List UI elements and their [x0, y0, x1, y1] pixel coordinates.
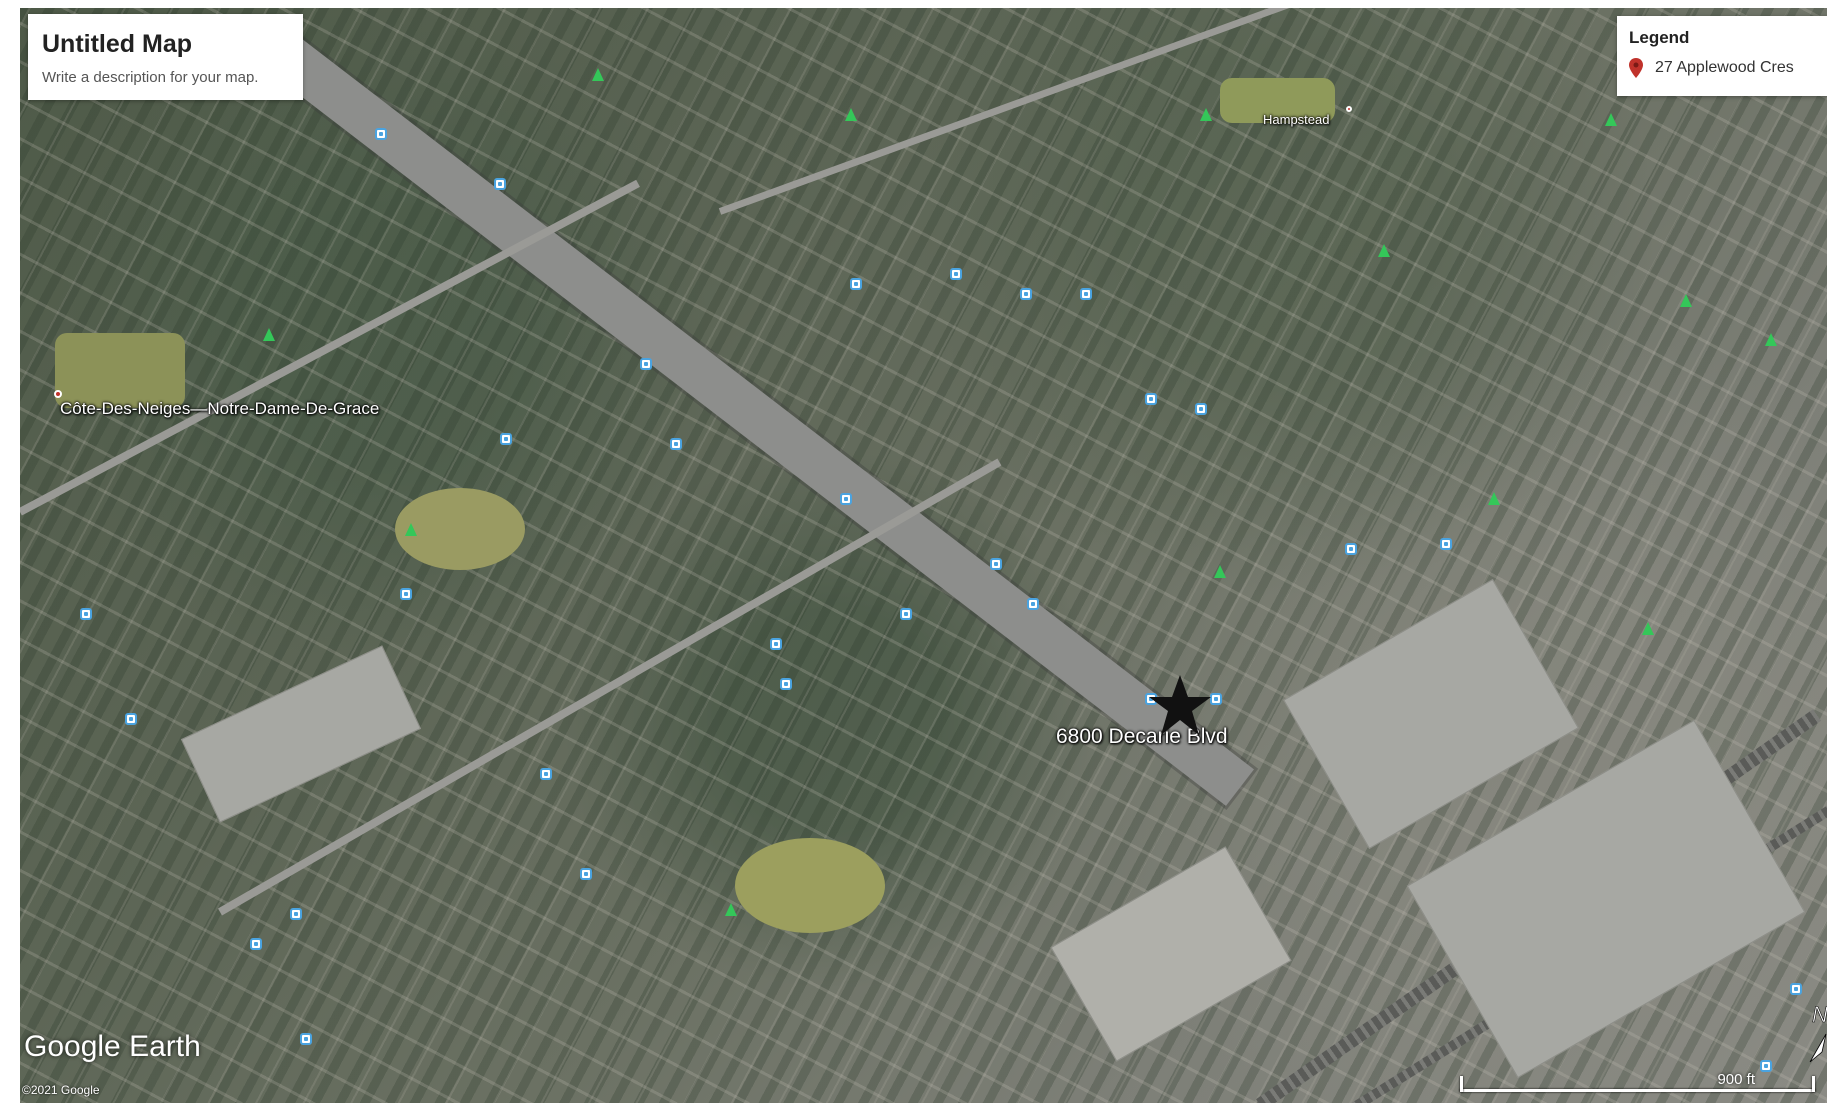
- poi-icon[interactable]: [300, 1033, 312, 1045]
- poi-icon[interactable]: [1790, 983, 1802, 995]
- compass-icon[interactable]: N: [1802, 1004, 1827, 1064]
- map-title[interactable]: Untitled Map: [42, 30, 192, 58]
- poi-icon[interactable]: [770, 638, 782, 650]
- poi-icon[interactable]: [1145, 393, 1157, 405]
- poi-icon[interactable]: [1760, 1060, 1772, 1072]
- legend-item[interactable]: 27 Applewood Cres: [1629, 58, 1815, 78]
- poi-icon[interactable]: [1020, 288, 1032, 300]
- poi-icon[interactable]: [1440, 538, 1452, 550]
- poi-icon[interactable]: [500, 433, 512, 445]
- poi-icon[interactable]: [494, 178, 506, 190]
- poi-icon[interactable]: [640, 358, 652, 370]
- poi-icon[interactable]: [1080, 288, 1092, 300]
- park-tree-icon[interactable]: [592, 68, 604, 81]
- park-field: [1220, 78, 1335, 123]
- poi-icon[interactable]: [125, 713, 137, 725]
- park-tree-icon[interactable]: [1488, 492, 1500, 505]
- park-tree-icon[interactable]: [725, 903, 737, 916]
- legend-item-label: 27 Applewood Cres: [1655, 59, 1794, 76]
- place-dot: [1346, 106, 1352, 112]
- poi-icon[interactable]: [290, 908, 302, 920]
- park-tree-icon[interactable]: [263, 328, 275, 341]
- poi-icon[interactable]: [540, 768, 552, 780]
- poi-icon[interactable]: [840, 493, 852, 505]
- poi-icon[interactable]: [80, 608, 92, 620]
- town-label[interactable]: Hampstead: [1263, 112, 1330, 127]
- park-tree-icon[interactable]: [1200, 108, 1212, 121]
- legend-title: Legend: [1629, 28, 1690, 47]
- poi-icon[interactable]: [250, 938, 262, 950]
- place-dot: [54, 390, 62, 398]
- address-label[interactable]: 6800 Decarie Blvd: [1056, 725, 1228, 748]
- poi-icon[interactable]: [580, 868, 592, 880]
- poi-icon[interactable]: [1027, 598, 1039, 610]
- park-tree-icon[interactable]: [1605, 113, 1617, 126]
- map-title-card[interactable]: Untitled Map Write a description for you…: [28, 14, 303, 100]
- map-pin-icon: [1629, 58, 1643, 78]
- map-description[interactable]: Write a description for your map.: [42, 69, 259, 86]
- scale-tick: [1460, 1076, 1463, 1092]
- poi-icon[interactable]: [1210, 693, 1222, 705]
- baseball-field: [735, 838, 885, 933]
- poi-icon[interactable]: [670, 438, 682, 450]
- copyright-text: ©2021 Google: [22, 1083, 100, 1097]
- poi-icon[interactable]: [1195, 403, 1207, 415]
- scale-line: [1460, 1089, 1815, 1092]
- legend-panel: Legend 27 Applewood Cres: [1617, 16, 1827, 96]
- black-star-icon[interactable]: [1147, 673, 1213, 739]
- park-tree-icon[interactable]: [1765, 333, 1777, 346]
- poi-icon[interactable]: [990, 558, 1002, 570]
- poi-icon[interactable]: [400, 588, 412, 600]
- park-tree-icon[interactable]: [1378, 244, 1390, 257]
- poi-icon[interactable]: [900, 608, 912, 620]
- poi-icon[interactable]: [950, 268, 962, 280]
- park-tree-icon[interactable]: [1680, 294, 1692, 307]
- poi-icon[interactable]: [850, 278, 862, 290]
- google-earth-logo: Google Earth: [24, 1030, 201, 1063]
- poi-icon[interactable]: [1345, 543, 1357, 555]
- poi-icon[interactable]: [780, 678, 792, 690]
- park-tree-icon[interactable]: [405, 523, 417, 536]
- compass-label: N: [1812, 1004, 1827, 1027]
- park-tree-icon[interactable]: [1642, 622, 1654, 635]
- scale-tick: [1812, 1076, 1815, 1092]
- park-field: [55, 333, 185, 408]
- satellite-map-view[interactable]: Côte-Des-Neiges—Notre-Dame-De-Grace Hamp…: [20, 8, 1827, 1103]
- neighbourhood-label[interactable]: Côte-Des-Neiges—Notre-Dame-De-Grace: [60, 399, 380, 418]
- scale-bar: 900 ft: [1460, 1071, 1815, 1096]
- park-tree-icon[interactable]: [1214, 565, 1226, 578]
- park-tree-icon[interactable]: [845, 108, 857, 121]
- scale-label: 900 ft: [1717, 1071, 1755, 1088]
- poi-icon[interactable]: [375, 128, 387, 140]
